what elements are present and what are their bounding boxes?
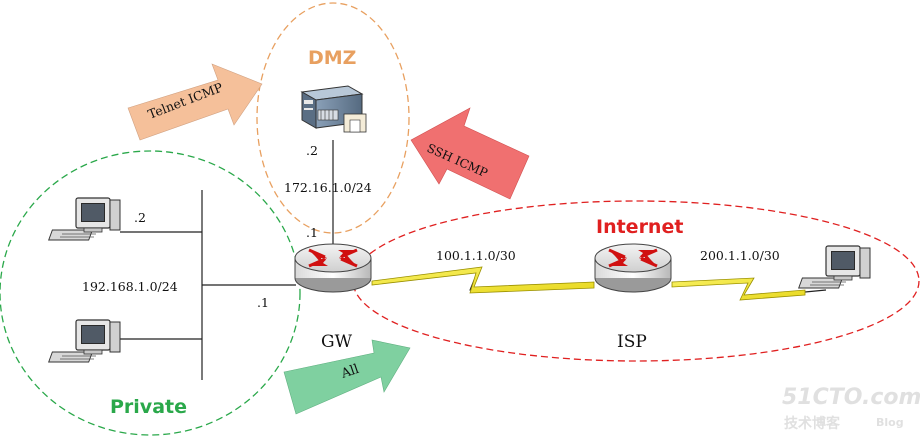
private-zone-label: Private — [110, 396, 187, 418]
isp-router-icon — [593, 242, 673, 294]
gw-router-icon — [293, 242, 373, 294]
isp-label: ISP — [617, 332, 647, 352]
gw-isp-net-label: 100.1.1.0/30 — [436, 248, 516, 263]
isp-remote-link — [804, 289, 827, 293]
dmz-server-icon — [300, 85, 367, 133]
isp-remote-net-label: 200.1.1.0/30 — [700, 248, 780, 263]
dmz-zone — [256, 2, 410, 234]
gw-isp-zigzag — [371, 266, 595, 294]
private-pc-suffix: .2 — [134, 210, 146, 225]
remote-pc-icon — [798, 245, 871, 289]
private-pc-1-icon — [48, 197, 121, 241]
isp-remote-zigzag — [671, 277, 806, 301]
watermark-sub: 技术博客 — [784, 415, 841, 432]
all-label: All — [338, 362, 361, 382]
watermark-brand: 51CTO.com — [782, 385, 920, 410]
gw-private-suffix: .1 — [257, 295, 269, 310]
private-net-label: 192.168.1.0/24 — [82, 279, 178, 294]
watermark: 51CTO.com 技术博客 Blog — [782, 385, 920, 432]
dmz-net-label: 172.16.1.0/24 — [284, 180, 372, 195]
dmz-zone-label: DMZ — [308, 47, 356, 69]
gw-label: GW — [321, 332, 353, 352]
gw-dmz-suffix: .1 — [306, 225, 318, 240]
telnet-icmp-arrow: Telnet ICMP — [127, 63, 263, 141]
internet-zone — [352, 200, 920, 362]
ssh-icmp-arrow: SSH ICMP — [410, 107, 530, 200]
internet-zone-label: Internet — [596, 216, 683, 238]
all-arrow: All — [283, 339, 411, 415]
dmz-server-suffix: .2 — [306, 143, 318, 158]
watermark-blog: Blog — [876, 416, 904, 429]
private-pc-2-icon — [48, 319, 121, 363]
private-zone — [0, 150, 301, 436]
